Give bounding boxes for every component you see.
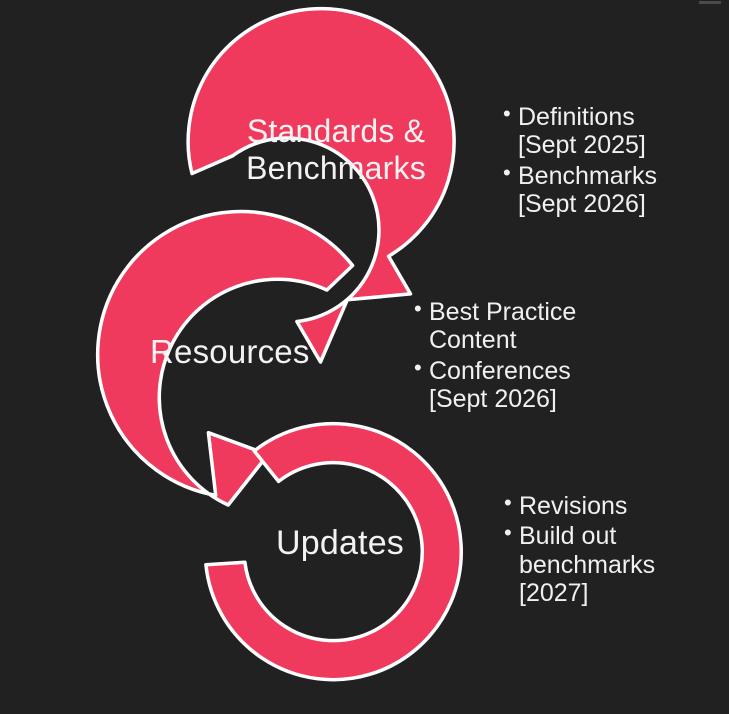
node-title-resources: Resources xyxy=(150,333,310,370)
list-item: Revisions xyxy=(504,491,704,520)
bullet-list-updates: Revisions Build out benchmarks [2027] xyxy=(504,491,704,609)
list-item: Build out benchmarks [2027] xyxy=(504,521,704,607)
node-title-updates: Updates xyxy=(275,524,405,562)
arrow-updates xyxy=(204,421,463,682)
arrow-resources xyxy=(95,209,355,507)
list-item: Definitions [Sept 2025] xyxy=(503,102,703,160)
bullet-list-standards: Definitions [Sept 2025] Benchmarks [Sept… xyxy=(503,102,703,220)
list-item: Best Practice Content xyxy=(414,297,614,355)
node-title-standards: Standards & Benchmarks xyxy=(246,113,426,187)
list-item: Conferences [Sept 2026] xyxy=(414,356,614,414)
list-item: Benchmarks [Sept 2026] xyxy=(503,161,703,219)
arrow-standards xyxy=(186,6,456,364)
bullet-list-resources: Best Practice Content Conferences [Sept … xyxy=(414,297,614,415)
screen-artifact xyxy=(699,1,721,4)
